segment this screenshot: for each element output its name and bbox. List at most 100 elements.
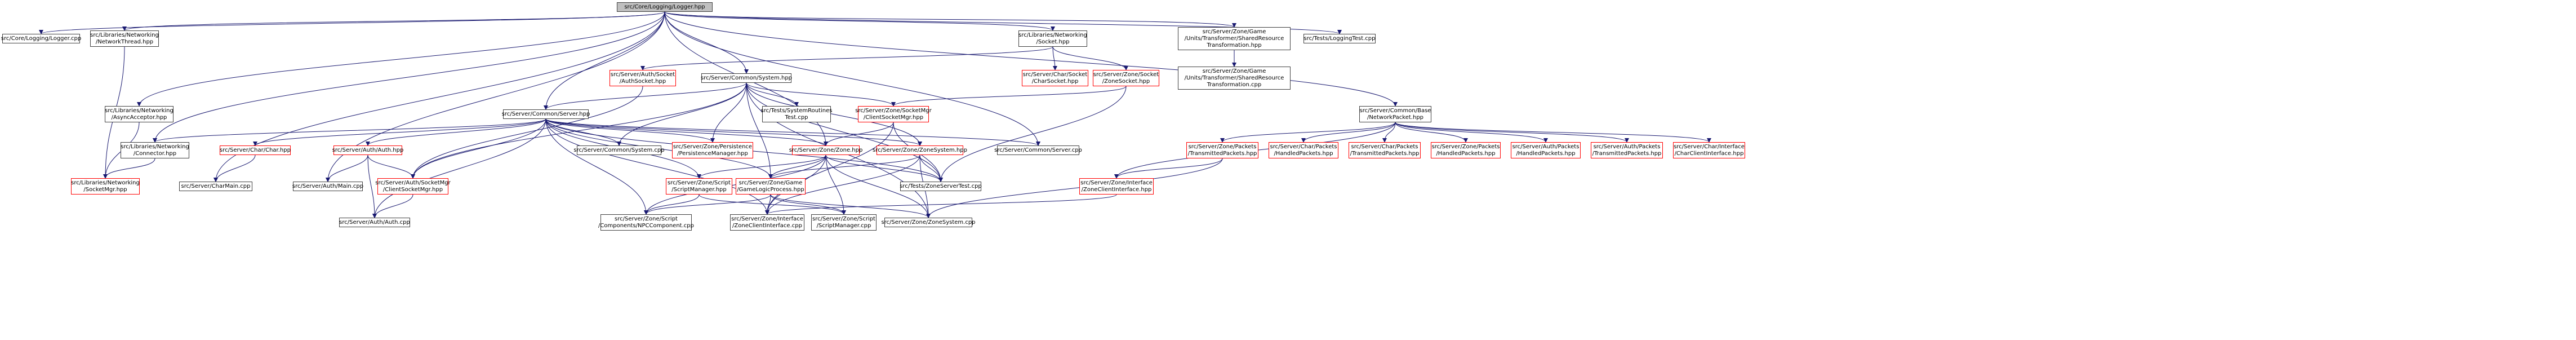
edge-zone-system-hpp-to-zone-server-test — [919, 154, 943, 182]
node-label-line: src/Server/Char/Char.hpp — [220, 147, 291, 153]
edge-network-packet-to-char-client-iface — [1395, 122, 1711, 143]
edge-lib-socket-to-auth-socket — [640, 46, 1053, 70]
node-script-mgr-hpp[interactable]: src/Server/Zone/Script/ScriptManager.hpp — [666, 178, 732, 195]
node-label-line: /TransmittedPackets.hpp — [1187, 150, 1257, 157]
node-label-line: /Units/Transformer/SharedResource — [1184, 74, 1284, 81]
node-label-line: src/Server/Char/Packets — [1270, 143, 1337, 150]
node-common-server-cpp[interactable]: src/Server/Common/Server.cpp — [994, 145, 1082, 155]
node-root[interactable]: src/Core/Logging/Logger.hpp — [617, 2, 713, 12]
node-label-line: Transformation.hpp — [1207, 42, 1262, 48]
node-connector[interactable]: src/Libraries/Networking/Connector.hpp — [121, 142, 189, 158]
node-label-line: src/Server/Auth/Packets — [1512, 143, 1580, 150]
node-logger-cpp[interactable]: src/Core/Logging/Logger.cpp — [1, 34, 82, 43]
node-label-line: /ZoneClientInterface.hpp — [1081, 186, 1152, 193]
edge-common-server-hpp-to-auth-auth-cpp — [372, 118, 546, 218]
node-shared-res-hpp[interactable]: src/Server/Zone/Game/Units/Transformer/S… — [1178, 27, 1291, 50]
node-label-line: src/Server/Zone/Interface — [1080, 179, 1153, 186]
node-zone-packets-tx[interactable]: src/Server/Zone/Packets/TransmittedPacke… — [1186, 142, 1258, 158]
node-label-line: src/Server/Zone/Script — [812, 215, 875, 222]
node-char-hpp[interactable]: src/Server/Char/Char.hpp — [220, 145, 291, 155]
node-label-line: src/Server/Zone/Game — [1202, 68, 1266, 74]
node-label-line: src/Server/Common/Base — [1359, 107, 1431, 114]
node-label-line: /ScriptManager.cpp — [816, 222, 871, 229]
node-persistence-mgr[interactable]: src/Server/Zone/Persistence/PersistenceM… — [672, 142, 753, 158]
edge-auth-hpp-to-auth-client-socket-mgr — [367, 154, 415, 179]
edge-zone-socket-to-zone-server-test — [938, 86, 1127, 182]
edge-root-to-network-thread — [122, 11, 665, 31]
node-npc-component[interactable]: src/Server/Zone/Script/Components/NPCCom… — [598, 214, 694, 231]
node-common-system-cpp[interactable]: src/Server/Common/System.cpp — [573, 145, 665, 155]
node-common-server-hpp[interactable]: src/Server/Common/Server.hpp — [502, 109, 590, 119]
node-label-line: src/Server/Common/Server.cpp — [994, 147, 1082, 153]
edge-common-system-hpp-to-common-system-cpp — [617, 82, 747, 146]
node-label-line: src/Server/Zone/ZoneSystem.hpp — [873, 147, 967, 153]
edge-game-logic-to-zone-system-cpp — [770, 194, 931, 218]
node-zone-system-hpp[interactable]: src/Server/Zone/ZoneSystem.hpp — [873, 145, 967, 155]
edge-game-logic-to-script-mgr-cpp — [770, 194, 846, 215]
edge-common-server-hpp-to-npc-component — [545, 118, 648, 215]
node-char-client-iface[interactable]: src/Server/Char/Interface/CharClientInte… — [1673, 142, 1745, 158]
edge-root-to-lib-socket — [664, 11, 1055, 31]
edge-common-system-hpp-to-client-socket-mgr-zone — [746, 82, 896, 107]
node-lib-socket[interactable]: src/Libraries/Networking/Socket.hpp — [1018, 30, 1087, 47]
node-label-line: src/Server/Auth/Packets — [1593, 143, 1661, 150]
node-char-packets-h[interactable]: src/Server/Char/Packets/HandledPackets.h… — [1269, 142, 1338, 158]
node-zone-socket[interactable]: src/Server/Zone/Socket/ZoneSocket.hpp — [1093, 70, 1159, 86]
node-auth-auth-cpp[interactable]: src/Server/Auth/Auth.cpp — [339, 218, 410, 227]
edge-lib-socket-to-zone-socket — [1052, 46, 1128, 70]
node-label-line: /ClientSocketMgr.hpp — [863, 114, 924, 121]
node-label-line: /ZoneClientInterface.cpp — [732, 222, 802, 229]
node-zone-server-test[interactable]: src/Tests/ZoneServerTest.cpp — [900, 182, 982, 191]
node-char-packets-tx[interactable]: src/Server/Char/Packets/TransmittedPacke… — [1349, 142, 1421, 158]
edge-common-server-hpp-to-zone-system-hpp — [545, 118, 922, 146]
edge-root-to-logging-test — [664, 11, 1342, 34]
node-label-line: src/Server/Char/Interface — [1674, 143, 1745, 150]
node-zone-client-iface-cpp[interactable]: src/Server/Zone/Interface/ZoneClientInte… — [730, 214, 804, 231]
edge-zone-hpp-to-game-logic — [768, 154, 826, 179]
node-char-main[interactable]: src/Server/CharMain.cpp — [179, 182, 252, 191]
edge-zone-client-iface-hpp-to-zone-client-iface-cpp — [765, 194, 1117, 215]
node-label-line: src/Server/Zone/Script — [668, 179, 731, 186]
node-client-socket-mgr-zone[interactable]: src/Server/Zone/SocketMgr/ClientSocketMg… — [855, 106, 932, 122]
node-auth-client-socket-mgr[interactable]: src/Server/Auth/SocketMgr/ClientSocketMg… — [375, 178, 451, 195]
node-zone-client-iface-hpp[interactable]: src/Server/Zone/Interface/ZoneClientInte… — [1079, 178, 1154, 195]
edge-auth-socket-to-auth-client-socket-mgr — [411, 86, 643, 179]
edge-lib-socket-to-char-socket — [1052, 46, 1057, 70]
edge-auth-client-socket-mgr-to-auth-auth-cpp — [372, 194, 413, 218]
edge-common-system-hpp-to-zone-system-hpp — [746, 82, 922, 146]
node-network-thread[interactable]: src/Libraries/Networking/NetworkThread.h… — [90, 30, 159, 47]
node-label-line: Transformation.cpp — [1207, 81, 1262, 88]
node-common-system-hpp[interactable]: src/Server/Common/System.hpp — [701, 73, 792, 83]
edge-root-to-connector — [153, 11, 665, 143]
node-label-line: /Socket.hpp — [1036, 38, 1070, 45]
node-label-line: src/Core/Logging/Logger.cpp — [1, 35, 82, 42]
node-label-line: /NetworkPacket.hpp — [1367, 114, 1424, 121]
node-label-line: /Components/NPCComponent.cpp — [598, 222, 694, 229]
node-zone-packets-h[interactable]: src/Server/Zone/Packets/HandledPackets.h… — [1431, 142, 1501, 158]
node-lib-socket-mgr[interactable]: src/Libraries/Networking/SocketMgr.hpp — [71, 178, 140, 195]
node-auth-hpp[interactable]: src/Server/Auth/Auth.hpp — [332, 145, 403, 155]
node-network-packet[interactable]: src/Server/Common/Base/NetworkPacket.hpp — [1359, 106, 1431, 122]
node-zone-hpp[interactable]: src/Server/Zone/Zone.hpp — [789, 145, 862, 155]
edge-network-packet-to-auth-packets-tx — [1395, 122, 1629, 143]
node-auth-packets-h[interactable]: src/Server/Auth/Packets/HandledPackets.h… — [1511, 142, 1581, 158]
edge-char-hpp-to-char-main — [213, 154, 256, 182]
node-game-logic[interactable]: src/Server/Zone/Game/GameLogicProcess.hp… — [736, 178, 806, 195]
node-char-socket[interactable]: src/Server/Char/Socket/CharSocket.hpp — [1022, 70, 1088, 86]
node-label-line: /HandledPackets.hpp — [1274, 150, 1333, 157]
node-logging-test[interactable]: src/Tests/LoggingTest.cpp — [1303, 34, 1376, 43]
edge-common-server-hpp-to-persistence-mgr — [545, 118, 715, 143]
node-label-line: src/Core/Logging/Logger.hpp — [624, 3, 705, 10]
node-zone-system-cpp[interactable]: src/Server/Zone/ZoneSystem.cpp — [881, 218, 976, 227]
node-label-line: src/Tests/LoggingTest.cpp — [1303, 35, 1376, 42]
node-shared-res-cpp[interactable]: src/Server/Zone/Game/Units/Transformer/S… — [1178, 67, 1291, 90]
node-label-line: /ZoneSocket.hpp — [1102, 78, 1150, 85]
node-async-acceptor[interactable]: src/Libraries/Networking/AsyncAcceptor.h… — [105, 106, 173, 122]
node-label-line: /SocketMgr.hpp — [83, 186, 127, 193]
node-auth-main[interactable]: src/Server/Auth/Main.cpp — [292, 182, 363, 191]
edge-root-to-common-server-hpp — [544, 11, 665, 110]
node-auth-packets-tx[interactable]: src/Server/Auth/Packets/TransmittedPacke… — [1591, 142, 1663, 158]
node-script-mgr-cpp[interactable]: src/Server/Zone/Script/ScriptManager.cpp — [811, 214, 877, 231]
node-auth-socket[interactable]: src/Server/Auth/Socket/AuthSocket.hpp — [609, 70, 676, 86]
